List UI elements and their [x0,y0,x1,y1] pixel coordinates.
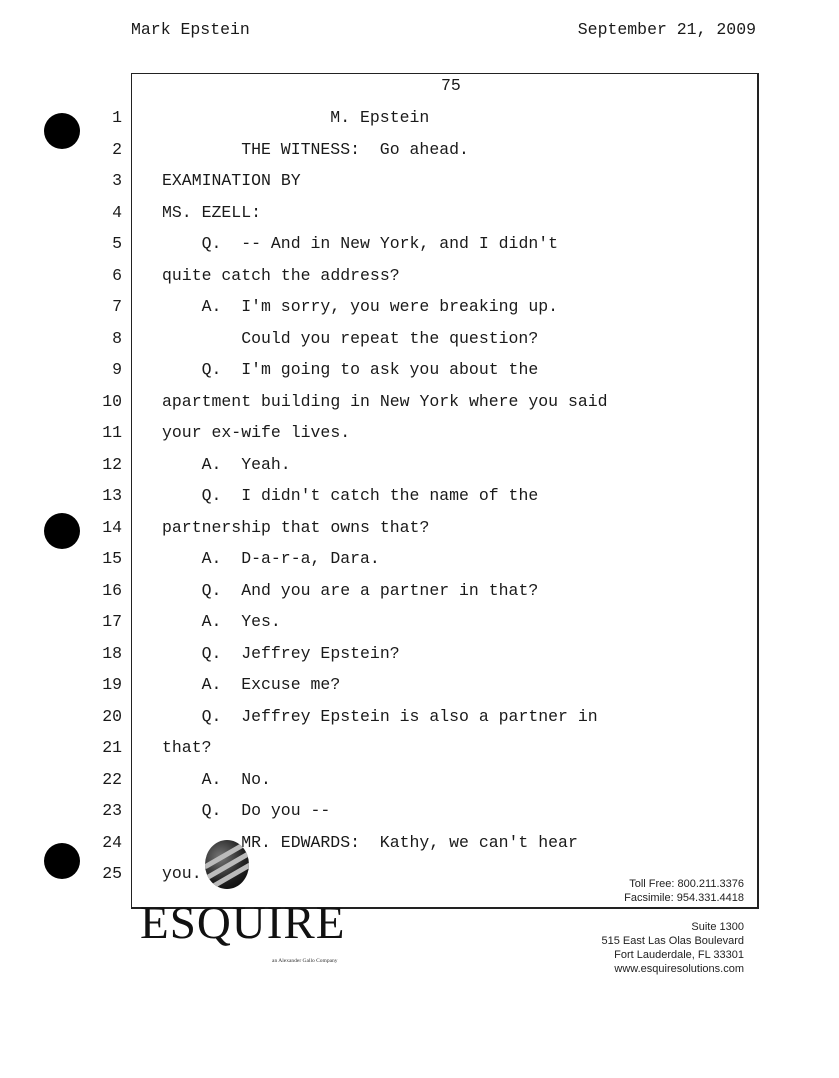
line-number: 21 [102,738,122,757]
line-text: that? [162,738,212,757]
transcript-line: 19 A. Excuse me? [0,675,839,695]
line-number: 18 [102,643,122,663]
transcript-line: 21 that? [0,738,839,758]
line-text: Q. Do you -- [201,801,331,820]
toll-free: Toll Free: 800.211.3376 [629,878,744,890]
line-number: 19 [102,675,122,694]
transcript-line: 3 EXAMINATION BY [0,171,839,191]
line-text: Q. Jeffrey Epstein? [201,643,400,663]
transcript-line: 1 M. Epstein [0,108,839,128]
line-text: Q. -- And in New York, and I didn't [201,234,559,253]
line-number: 7 [112,297,122,316]
line-number: 16 [102,580,122,600]
transcript-line: 14 partnership that owns that? [0,518,839,538]
transcript-line: 5 Q. -- And in New York, and I didn't [0,234,839,254]
transcript-line: 13 Q. I didn't catch the name of the [0,486,839,506]
line-number: 23 [102,801,122,820]
transcript-line: 4 MS. EZELL: [0,203,839,223]
transcript-line: 15 A. D-a-r-a, Dara. [0,549,839,569]
line-text: A. No. [201,769,271,789]
line-number: 8 [112,328,122,348]
suite: Suite 1300 [691,921,744,933]
line-text: Could you repeat the question? [241,328,539,348]
line-text: Q. I didn't catch the name of the [201,486,539,505]
transcript-line: 7 A. I'm sorry, you were breaking up. [0,297,839,317]
transcript-line: 6 quite catch the address? [0,266,839,286]
line-number: 3 [112,171,122,190]
line-number: 25 [102,864,122,883]
transcript-frame [131,73,759,909]
line-number: 12 [102,454,122,474]
line-number: 17 [102,612,122,631]
line-number: 11 [102,423,122,442]
line-text: quite catch the address? [162,265,400,285]
line-number: 2 [112,139,122,159]
transcript-line: 18 Q. Jeffrey Epstein? [0,644,839,664]
transcript-line: 9 Q. I'm going to ask you about the [0,360,839,380]
transcript-line: 24 MR. EDWARDS: Kathy, we can't hear [0,833,839,853]
esquire-globe-logo [205,840,249,889]
street: 515 East Las Olas Boulevard [601,935,744,947]
transcript-line: 25 you. [0,864,839,884]
transcript-line: 17 A. Yes. [0,612,839,632]
line-number: 22 [102,769,122,789]
line-number: 10 [102,391,122,411]
line-text: EXAMINATION BY [162,171,301,190]
line-text: M. Epstein [330,108,430,127]
line-text: MS. EZELL: [162,202,262,222]
company-tagline: an Alexander Gallo Company [272,958,338,964]
page-number: 75 [441,76,461,95]
line-text: A. D-a-r-a, Dara. [201,549,380,568]
line-number: 5 [112,234,122,253]
deponent-name: Mark Epstein [131,20,250,39]
transcript-line: 2 THE WITNESS: Go ahead. [0,140,839,160]
company-logo-text: ESQUIRE [140,897,346,949]
line-text: Q. Jeffrey Epstein is also a partner in [201,706,598,726]
punch-hole [44,513,80,549]
city: Fort Lauderdale, FL 33301 [614,949,744,961]
line-text: apartment building in New York where you… [162,391,608,411]
line-text: you. [162,864,202,883]
line-number: 6 [112,265,122,285]
line-text: Q. I'm going to ask you about the [201,360,539,379]
punch-hole [44,113,80,149]
line-number: 13 [102,486,122,505]
transcript-line: 11 your ex-wife lives. [0,423,839,443]
line-number: 1 [112,108,122,127]
transcript-line: 10 apartment building in New York where y… [0,392,839,412]
transcript-line: 8 Could you repeat the question? [0,329,839,349]
transcript-line: 12 A. Yeah. [0,455,839,475]
line-text: MR. EDWARDS: Kathy, we can't hear [241,832,578,852]
website-link[interactable]: www.esquiresolutions.com [614,963,744,975]
address-block: Suite 1300 515 East Las Olas Boulevard F… [602,920,744,976]
transcript-line: 22 A. No. [0,770,839,790]
line-number: 14 [102,517,122,537]
facsimile: Facsimile: 954.331.4418 [624,892,744,904]
contact-phone-block: Toll Free: 800.211.3376 Facsimile: 954.3… [624,877,744,905]
line-number: 4 [112,202,122,222]
line-number: 9 [112,360,122,379]
line-text: partnership that owns that? [162,517,430,537]
transcript-line: 20 Q. Jeffrey Epstein is also a partner i… [0,707,839,727]
transcript-line: 16 Q. And you are a partner in that? [0,581,839,601]
line-number: 15 [102,549,122,568]
transcript-line: 23 Q. Do you -- [0,801,839,821]
line-text: A. Yeah. [201,454,291,474]
line-text: A. I'm sorry, you were breaking up. [201,297,559,316]
line-text: A. Yes. [201,612,281,631]
line-text: THE WITNESS: Go ahead. [241,139,469,159]
punch-hole [44,843,80,879]
line-text: Q. And you are a partner in that? [201,580,539,600]
line-text: A. Excuse me? [201,675,341,694]
line-number: 20 [102,706,122,726]
line-number: 24 [102,832,122,852]
deposition-date: September 21, 2009 [577,20,756,39]
line-text: your ex-wife lives. [162,423,351,442]
